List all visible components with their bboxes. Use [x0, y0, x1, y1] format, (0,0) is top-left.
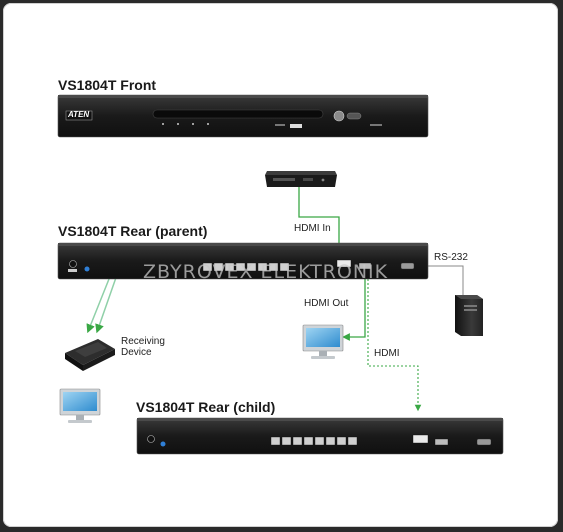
- diagram-frame: ATEN VS1804T Front VS1804T Rear (parent)…: [3, 3, 558, 527]
- rear-child-title: VS1804T Rear (child): [136, 399, 276, 415]
- front-brand-logo: ATEN: [68, 110, 90, 119]
- front-title: VS1804T Front: [58, 77, 157, 93]
- rs232-label: RS-232: [434, 252, 468, 263]
- diagram-canvas: [57, 94, 504, 455]
- front-ir-window: [346, 112, 362, 120]
- hdmi-in-label: HDMI In: [294, 223, 331, 234]
- hdmi-label: HDMI: [374, 348, 400, 359]
- child-rs232-port: [476, 438, 492, 446]
- hdmi-out-cable: [342, 275, 366, 341]
- rear-parent-title: VS1804T Rear (parent): [58, 223, 208, 239]
- front-panel-slot: [152, 109, 324, 119]
- parent-hdmi-in-port: [336, 259, 352, 268]
- hdmi-out-label: HDMI Out: [304, 298, 349, 309]
- parent-hdmi-out-port: [358, 262, 372, 270]
- receiving-device-label-line2: Device: [121, 347, 152, 358]
- child-hdmi-in-port: [412, 434, 429, 444]
- parent-rs232-port: [400, 262, 415, 270]
- dvd-player-icon: [265, 171, 337, 187]
- pc-tower-icon: [455, 295, 483, 336]
- vs1804t-rear-parent-device: [57, 242, 429, 280]
- child-hdmi-cable: [367, 275, 422, 412]
- vs1804t-front-device: [57, 94, 429, 138]
- receiving-device-icon: [65, 339, 115, 371]
- receiving-device-label-line1: Receiving: [121, 336, 165, 347]
- aten-logo-box: [65, 110, 93, 121]
- child-hdmi-out-port: [434, 438, 449, 446]
- hdmi-in-cable: [298, 187, 340, 255]
- watermark-text: ZBYROVEX ELEKTRONIK: [143, 261, 389, 283]
- child-rj45-ports: [270, 436, 358, 446]
- rs232-cable: [416, 265, 464, 295]
- receiver-monitor-icon: [59, 388, 101, 423]
- parent-rj45-ports: [202, 262, 290, 272]
- vs1804t-rear-child-device: [136, 417, 504, 455]
- front-power-button: [333, 110, 345, 122]
- hdmi-out-monitor-icon: [302, 324, 344, 359]
